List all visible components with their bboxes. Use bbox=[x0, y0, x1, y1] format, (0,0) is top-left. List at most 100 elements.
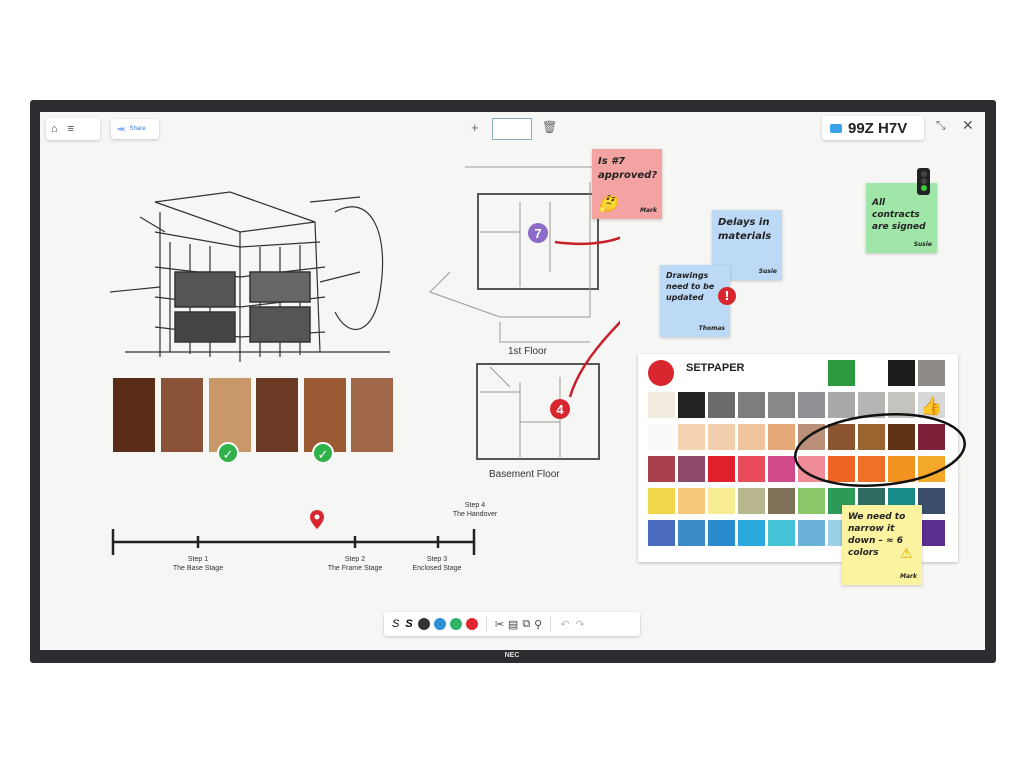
brand-logo: NEC bbox=[504, 652, 520, 659]
color-swatch[interactable] bbox=[828, 392, 855, 418]
color-swatch[interactable] bbox=[708, 456, 735, 482]
color-swatch[interactable] bbox=[858, 456, 885, 482]
traffic-light-icon bbox=[917, 168, 930, 195]
wood-swatch-6[interactable] bbox=[351, 378, 393, 452]
color-green-button[interactable] bbox=[449, 618, 462, 630]
color-swatch[interactable] bbox=[858, 424, 885, 450]
palette-brand: SETPAPER bbox=[686, 362, 745, 374]
color-red-button[interactable] bbox=[465, 618, 478, 630]
color-blue-button[interactable] bbox=[433, 618, 446, 630]
checkmark-icon: ✓ bbox=[217, 442, 239, 464]
color-swatch[interactable] bbox=[648, 424, 675, 450]
color-swatch[interactable] bbox=[918, 424, 945, 450]
nav-toolbar: ⌂ ≡ bbox=[46, 118, 100, 140]
color-swatch[interactable] bbox=[768, 456, 795, 482]
close-icon[interactable]: ✕ bbox=[962, 117, 974, 133]
pen-thick-icon[interactable]: S bbox=[405, 618, 413, 630]
color-swatch[interactable] bbox=[888, 424, 915, 450]
color-swatch[interactable] bbox=[738, 456, 765, 482]
trash-icon[interactable]: 🗑 bbox=[542, 120, 558, 134]
color-swatch[interactable] bbox=[648, 488, 675, 514]
sticky-note-approval[interactable]: Is #7 approved? 🤔 Mark bbox=[592, 149, 662, 219]
home-icon[interactable]: ⌂ bbox=[51, 123, 58, 135]
thinking-face-icon: 🤔 bbox=[598, 194, 618, 213]
alert-icon: ! bbox=[718, 287, 736, 305]
wood-swatch-5[interactable] bbox=[304, 378, 346, 452]
color-swatch[interactable] bbox=[678, 392, 705, 418]
connector-icon[interactable]: ⚲ bbox=[534, 618, 543, 631]
color-swatch[interactable] bbox=[798, 392, 825, 418]
add-page-icon[interactable]: + bbox=[471, 120, 479, 135]
wood-swatch-1[interactable] bbox=[113, 378, 155, 452]
pen-thin-icon[interactable]: S bbox=[392, 618, 400, 630]
color-swatch[interactable] bbox=[738, 488, 765, 514]
color-swatch[interactable] bbox=[918, 360, 945, 386]
redo-icon[interactable]: ↷ bbox=[575, 618, 585, 631]
page-input[interactable] bbox=[492, 118, 532, 140]
color-black-button[interactable] bbox=[417, 618, 430, 630]
color-swatch[interactable] bbox=[738, 424, 765, 450]
hamburger-icon[interactable]: ≡ bbox=[67, 123, 75, 135]
marker-7[interactable]: 7 bbox=[534, 226, 541, 241]
thumbs-up-icon: 👍 bbox=[920, 396, 943, 416]
color-swatch[interactable] bbox=[828, 360, 855, 386]
color-swatch[interactable] bbox=[888, 360, 915, 386]
location-pin-icon bbox=[310, 510, 324, 529]
toolbar-divider bbox=[550, 616, 552, 632]
color-swatch[interactable] bbox=[798, 520, 825, 546]
color-swatch[interactable] bbox=[918, 520, 945, 546]
building-sketch[interactable] bbox=[80, 172, 420, 372]
scissors-icon[interactable]: ✂ bbox=[494, 618, 504, 631]
warning-icon: ⚠ bbox=[900, 546, 913, 562]
undo-icon[interactable]: ↶ bbox=[560, 618, 570, 631]
color-swatch[interactable] bbox=[708, 392, 735, 418]
color-swatch[interactable] bbox=[888, 456, 915, 482]
color-swatch[interactable] bbox=[708, 488, 735, 514]
basement-floor-label: Basement Floor bbox=[489, 469, 560, 480]
color-swatch[interactable] bbox=[768, 488, 795, 514]
share-icon: ⋘ bbox=[117, 126, 126, 133]
color-swatch[interactable] bbox=[708, 520, 735, 546]
wood-swatch-4[interactable] bbox=[256, 378, 298, 452]
color-swatch[interactable] bbox=[918, 392, 945, 418]
color-swatch[interactable] bbox=[678, 424, 705, 450]
color-swatch[interactable] bbox=[768, 392, 795, 418]
color-swatch[interactable] bbox=[648, 520, 675, 546]
setpaper-logo bbox=[648, 360, 674, 386]
color-swatch[interactable] bbox=[828, 424, 855, 450]
copy-icon[interactable]: ⧉ bbox=[522, 617, 531, 630]
wood-swatch-2[interactable] bbox=[161, 378, 203, 452]
color-swatch[interactable] bbox=[798, 488, 825, 514]
timeline bbox=[111, 510, 476, 555]
color-swatch[interactable] bbox=[678, 488, 705, 514]
color-swatch[interactable] bbox=[648, 456, 675, 482]
color-swatch[interactable] bbox=[918, 488, 945, 514]
floor-plans[interactable]: 7 4 bbox=[420, 162, 620, 472]
drawing-toolbar: S S ✂ ▤ ⧉ ⚲ ↶ ↷ bbox=[384, 612, 640, 636]
color-swatch[interactable] bbox=[768, 424, 795, 450]
color-swatch[interactable] bbox=[678, 520, 705, 546]
first-floor-label: 1st Floor bbox=[508, 346, 547, 357]
color-swatch[interactable] bbox=[828, 456, 855, 482]
collapse-icon[interactable]: ⤡ bbox=[936, 118, 946, 132]
frame-icon[interactable]: ▤ bbox=[507, 618, 519, 631]
wood-swatch-3[interactable] bbox=[209, 378, 251, 452]
color-swatch[interactable] bbox=[678, 456, 705, 482]
share-button[interactable]: ⋘Share bbox=[111, 119, 159, 139]
marker-4[interactable]: 4 bbox=[556, 402, 564, 417]
color-swatch[interactable] bbox=[708, 424, 735, 450]
color-swatch[interactable] bbox=[738, 520, 765, 546]
toolbar-divider bbox=[485, 616, 487, 632]
color-swatch[interactable] bbox=[738, 392, 765, 418]
color-swatch[interactable] bbox=[648, 392, 675, 418]
session-code-badge[interactable]: 99Z H7V bbox=[822, 116, 924, 140]
color-swatch[interactable] bbox=[858, 360, 885, 386]
color-swatch[interactable] bbox=[768, 520, 795, 546]
